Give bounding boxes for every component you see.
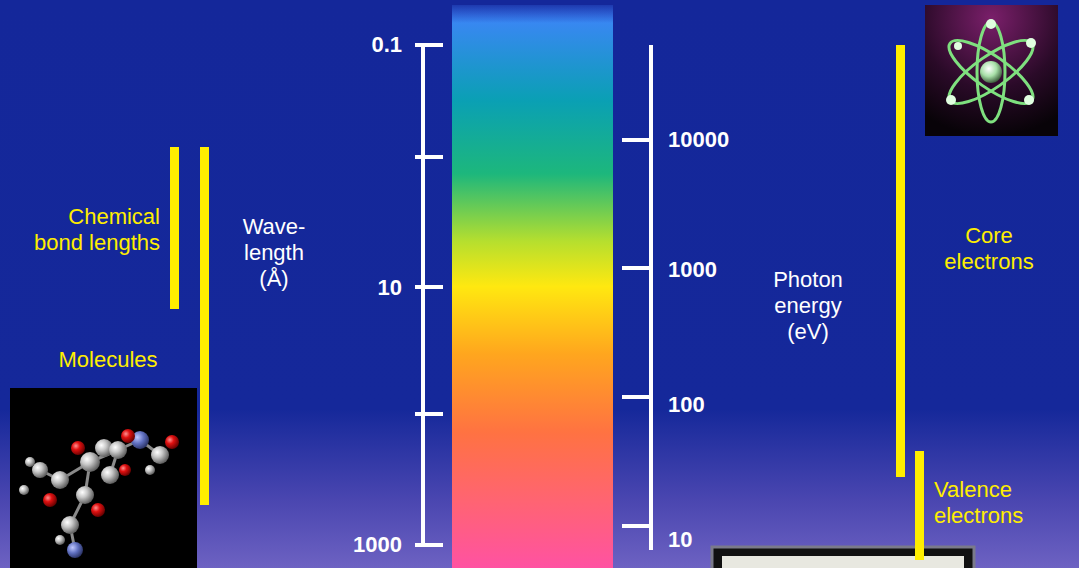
spectrum-bar-fade	[452, 5, 613, 23]
tick-label: 0.1	[310, 32, 402, 58]
energy-axis	[622, 45, 651, 550]
molecule-bar	[200, 147, 209, 505]
range-label: Valence electrons	[934, 477, 1064, 529]
atom-picture	[925, 5, 1058, 136]
range-label: Chemical bond lengths	[30, 204, 160, 256]
tick-label: 1000	[310, 532, 402, 558]
tick-label: 10	[668, 527, 748, 553]
bond-length-bar	[170, 147, 179, 309]
axis-title: Photon energy (eV)	[754, 267, 862, 345]
tick-label: 1000	[668, 257, 748, 283]
spectrum-bar	[452, 5, 613, 568]
valence-electron-bar	[915, 451, 924, 560]
range-label: Molecules	[28, 347, 188, 373]
axis-title: Wave- length (Å)	[228, 214, 320, 292]
core-electron-bar	[896, 45, 905, 477]
molecule-picture	[10, 388, 197, 568]
picture-frame	[712, 547, 974, 568]
range-label: Core electrons	[918, 223, 1060, 275]
tick-label: 10	[310, 275, 402, 301]
wavelength-axis	[415, 45, 443, 547]
tick-label: 100	[668, 392, 748, 418]
tick-label: 10000	[668, 127, 768, 153]
